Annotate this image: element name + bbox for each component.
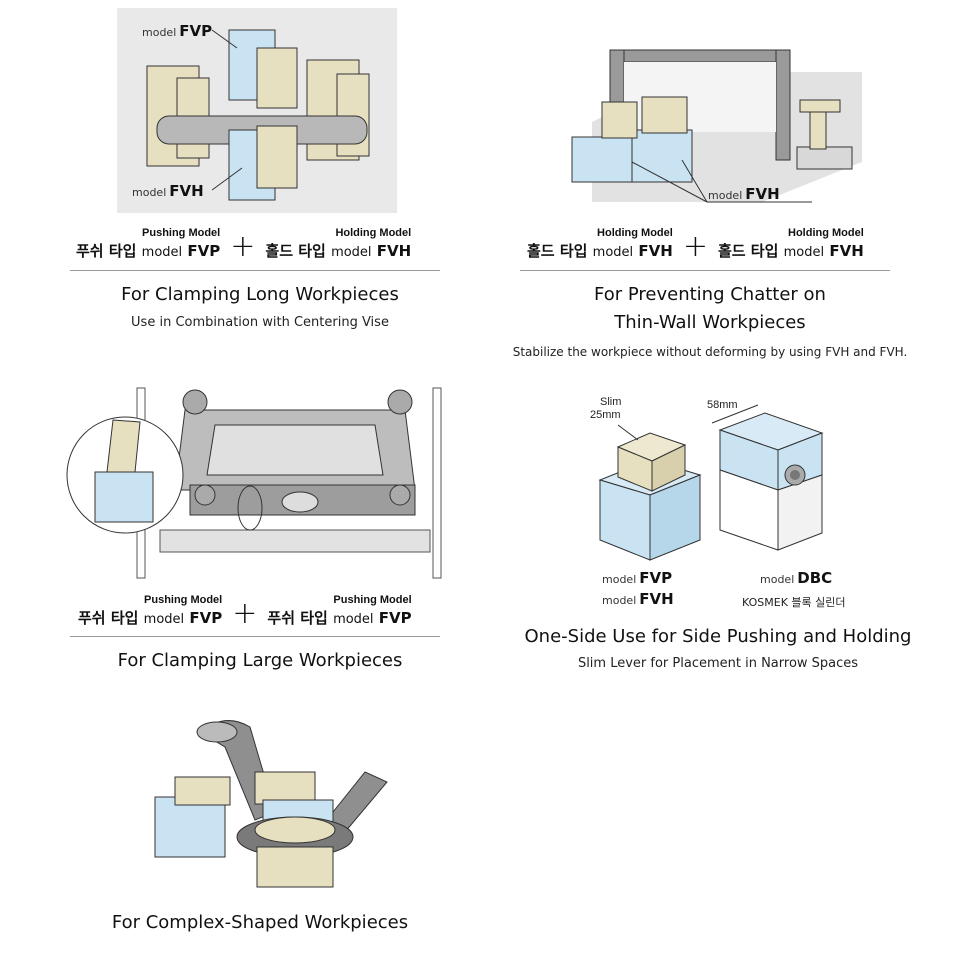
combo-panel2: Holding Model 홀드 타입 model FVH + Holding … bbox=[527, 227, 864, 264]
combo-top-label: Holding Model bbox=[597, 227, 673, 239]
combo-model-word: model bbox=[783, 245, 825, 260]
combo-model-word: model bbox=[331, 245, 372, 260]
combo-ko: 푸쉬 타입 bbox=[76, 242, 137, 260]
combo-ko: 홀드 타입 bbox=[717, 242, 779, 260]
caption-complex-shaped: For Complex-Shaped Workpieces bbox=[111, 912, 409, 933]
combo-top-label: Holding Model bbox=[335, 227, 412, 239]
plus-icon: + bbox=[230, 229, 256, 264]
sub-centering-vise: Use in Combination with Centering Vise bbox=[131, 315, 389, 330]
divider bbox=[70, 270, 440, 271]
combo-right: Pushing Model 푸쉬 타입 model FVP bbox=[267, 594, 411, 628]
combo-left: Pushing Model 푸쉬 타입 model FVP bbox=[78, 594, 222, 628]
combo-left: Pushing Model 푸쉬 타입 model FVP bbox=[76, 227, 220, 261]
model-name: DBC bbox=[797, 569, 833, 587]
width-dimension: 58mm bbox=[707, 399, 738, 411]
model-name: FVH bbox=[639, 590, 674, 608]
combo-top-label: Pushing Model bbox=[142, 227, 221, 239]
combo-model-word: model bbox=[592, 245, 634, 260]
combo-ko: 푸쉬 타입 bbox=[267, 609, 328, 627]
combo-model-name: FVH bbox=[638, 242, 673, 260]
caption-thin-wall-1: For Preventing Chatter on bbox=[594, 284, 826, 305]
dbc-description: KOSMEK 블록 실린더 bbox=[742, 596, 846, 609]
plus-icon: + bbox=[232, 596, 258, 631]
divider bbox=[520, 270, 890, 271]
model-name: FVH bbox=[169, 182, 204, 200]
illustration-long-workpieces bbox=[117, 8, 397, 213]
combo-model-name: FVH bbox=[376, 242, 412, 260]
combo-ko: 홀드 타입 bbox=[265, 242, 326, 260]
model-word: model bbox=[760, 573, 795, 586]
combo-panel1: Pushing Model 푸쉬 타입 model FVP + Holding … bbox=[76, 227, 411, 264]
model-word: model bbox=[602, 573, 637, 586]
combo-model-name: FVP bbox=[187, 242, 221, 260]
combo-model-word: model bbox=[143, 612, 185, 627]
plus-icon: + bbox=[682, 229, 708, 264]
combo-left: Holding Model 홀드 타입 model FVH bbox=[527, 227, 673, 261]
combo-model-name: FVP bbox=[189, 609, 223, 627]
combo-ko: 푸쉬 타입 bbox=[78, 609, 139, 627]
combo-model-word: model bbox=[141, 245, 183, 260]
combo-top-label: Pushing Model bbox=[144, 594, 223, 606]
combo-model-name: FVH bbox=[829, 242, 864, 260]
illustration-one-side bbox=[590, 395, 840, 565]
caption-one-side: One-Side Use for Side Pushing and Holdin… bbox=[524, 626, 912, 647]
slim-label: Slim bbox=[600, 396, 622, 408]
caption-thin-wall-2: Thin-Wall Workpieces bbox=[614, 312, 806, 333]
slim-dimension: 25mm bbox=[590, 409, 621, 421]
illustration-large-workpieces bbox=[65, 380, 445, 580]
model-name: FVP bbox=[639, 569, 673, 587]
combo-panel3: Pushing Model 푸쉬 타입 model FVP + Pushing … bbox=[78, 594, 412, 631]
illustration-complex-shaped bbox=[145, 712, 400, 897]
combo-top-label: Holding Model bbox=[788, 227, 864, 239]
divider bbox=[70, 636, 440, 637]
model-word: model bbox=[132, 186, 167, 199]
model-name: FVP bbox=[179, 22, 213, 40]
combo-model-name: FVP bbox=[378, 609, 412, 627]
combo-right: Holding Model 홀드 타입 model FVH bbox=[265, 227, 411, 261]
sub-stabilize: Stabilize the workpiece without deformin… bbox=[512, 345, 908, 359]
model-word: model bbox=[142, 26, 177, 39]
sub-slim-lever: Slim Lever for Placement in Narrow Space… bbox=[577, 656, 859, 671]
model-word: model bbox=[708, 189, 743, 202]
caption-large-workpieces: For Clamping Large Workpieces bbox=[117, 650, 403, 671]
combo-top-label: Pushing Model bbox=[333, 594, 412, 606]
caption-long-workpieces: For Clamping Long Workpieces bbox=[121, 284, 399, 305]
combo-ko: 홀드 타입 bbox=[527, 242, 588, 260]
model-word: model bbox=[602, 594, 637, 607]
combo-right: Holding Model 홀드 타입 model FVH bbox=[718, 227, 864, 261]
combo-model-word: model bbox=[333, 612, 374, 627]
illustration-thin-wall bbox=[562, 42, 862, 212]
model-name: FVH bbox=[745, 185, 780, 203]
